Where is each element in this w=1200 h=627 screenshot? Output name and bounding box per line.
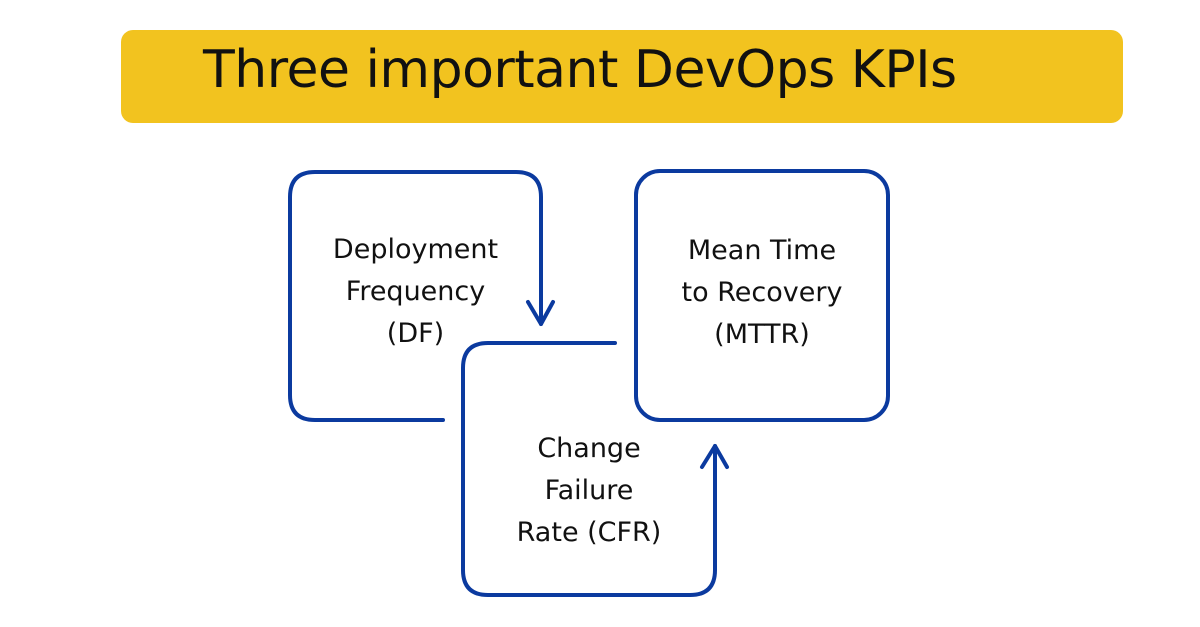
kpi-cfr-label: Change Failure Rate (CFR): [463, 428, 715, 554]
label-line: Failure: [544, 475, 634, 506]
arrow-up-icon: [700, 444, 729, 469]
label-line: Rate (CFR): [516, 517, 662, 548]
label-line: Deployment: [332, 234, 499, 265]
label-line: Mean Time: [687, 235, 837, 266]
page-title: Three important DevOps KPIs: [203, 40, 957, 100]
arrow-down-icon: [526, 300, 555, 326]
kpi-df-label: Deployment Frequency (DF): [290, 229, 541, 355]
mttr-box-outline: [634, 169, 890, 422]
title-banner: [121, 30, 1123, 123]
label-line: Frequency: [345, 276, 486, 307]
label-line: Change: [537, 433, 641, 464]
label-line: (DF): [386, 318, 445, 349]
kpi-mttr-label: Mean Time to Recovery (MTTR): [636, 230, 888, 356]
label-line: (MTTR): [714, 319, 810, 350]
label-line: to Recovery: [681, 277, 843, 308]
df-box-outline: [288, 170, 543, 422]
cfr-box-outline: [461, 341, 717, 597]
